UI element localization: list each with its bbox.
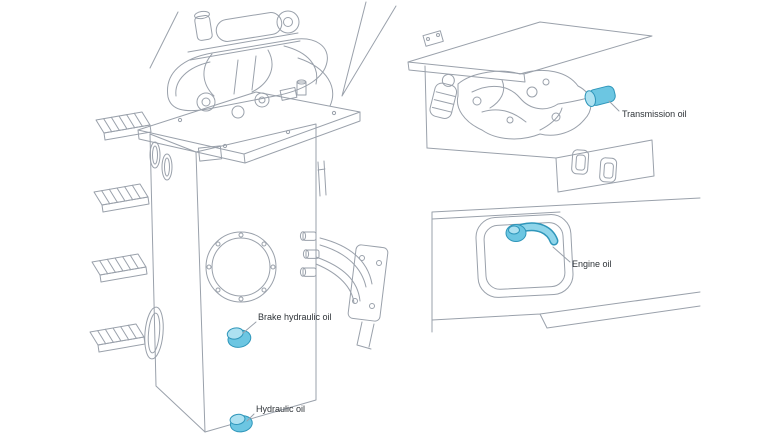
starter-cylinder	[429, 73, 458, 119]
left-face-ports	[144, 141, 173, 360]
step-tread	[89, 323, 146, 353]
background-panel-edges	[149, 1, 397, 97]
step-tread	[93, 183, 150, 213]
access-steps	[89, 111, 152, 353]
tank-body	[137, 91, 361, 433]
engine-oil-cap	[505, 222, 559, 246]
tank-front-face	[195, 123, 317, 433]
panel-bottom-edges	[431, 291, 701, 329]
leader-engine-oil	[552, 246, 571, 263]
transmission-oil-label: Transmission oil	[622, 109, 687, 119]
engine-compartment-view	[407, 21, 655, 193]
engine-block	[429, 69, 592, 140]
brake-hydraulic-oil-label: Brake hydraulic oil	[258, 312, 332, 322]
hydraulic-oil-label: Hydraulic oil	[256, 404, 305, 414]
filler-hose	[557, 97, 589, 105]
drain-hoses	[315, 237, 373, 304]
front-face-plate	[197, 145, 223, 162]
engine-oil-label: Engine oil	[572, 259, 612, 269]
bracket-plate	[347, 244, 389, 322]
callouts: Transmission oil Engine oil Brake hydrau…	[242, 100, 687, 422]
step-tread	[95, 111, 152, 141]
deck-hoses	[203, 45, 334, 107]
line-art: Transmission oil Engine oil Brake hydrau…	[89, 1, 701, 433]
hydraulic-oil-cap	[229, 413, 253, 433]
tank-left-face	[149, 133, 206, 433]
manhole-cover	[205, 231, 277, 303]
roof-bracket	[422, 30, 444, 47]
oil-tank-view	[89, 1, 397, 433]
right-side-plumbing	[299, 160, 389, 350]
transmission-oil-cap	[584, 85, 616, 108]
lower-chassis	[426, 139, 655, 193]
brake-hydraulic-oil-cap	[226, 327, 252, 348]
roof-panel	[407, 21, 653, 83]
hose-fittings	[299, 231, 320, 277]
panel-top-edges	[431, 197, 701, 333]
leader-hydraulic-oil	[246, 413, 255, 422]
pump-motor	[215, 12, 283, 42]
handrail-loop	[167, 38, 328, 112]
deck-equipment	[167, 10, 337, 149]
tank-deck-rim	[137, 111, 361, 164]
step-tread	[91, 253, 148, 283]
engine-oil-detail-view	[431, 197, 701, 333]
leader-brake-hydraulic-oil	[242, 321, 257, 334]
leader-transmission-oil	[608, 100, 620, 112]
